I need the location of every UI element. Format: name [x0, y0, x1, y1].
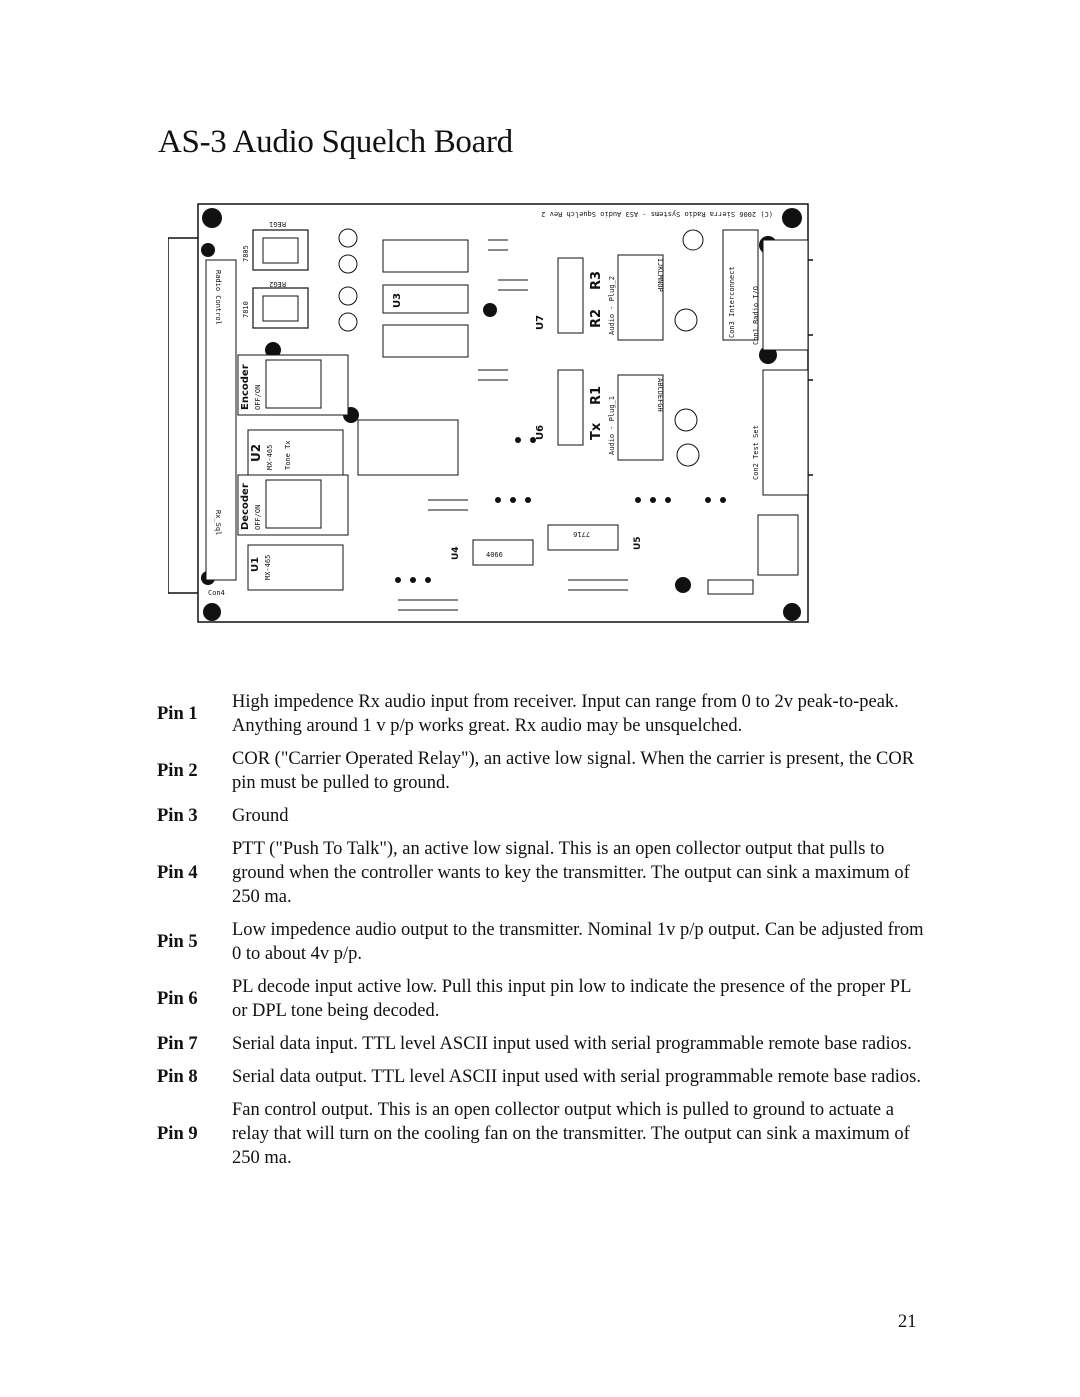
rx-sql-label: Rx_Sql [214, 510, 222, 535]
pin-description: Low impedence audio output to the transm… [232, 920, 924, 964]
r1-label: R1 [589, 386, 604, 405]
ic-4066-label: 4066 [486, 551, 503, 559]
con3-label: Con3 Interconnect [728, 266, 736, 338]
reg1-part: 7805 [242, 245, 250, 262]
pin-label: Pin 4 [157, 862, 198, 883]
pin-label: Pin 9 [157, 1123, 198, 1144]
pin-row: Pin 2 COR ("Carrier Operated Relay"), an… [157, 747, 927, 795]
pin-label: Pin 6 [157, 988, 198, 1009]
pin-row: Pin 1 High impedence Rx audio input from… [157, 690, 927, 738]
u1-part: MX-465 [264, 555, 272, 580]
r2-label: R2 [589, 309, 604, 328]
encoder-off-on: OFF/ON [254, 385, 262, 410]
pin-description: Ground [232, 806, 289, 826]
page-number: 21 [898, 1312, 917, 1332]
reg2-part: 7810 [242, 301, 250, 318]
pin-row: Pin 8 Serial data output. TTL level ASCI… [157, 1065, 927, 1089]
plug-letters-bottom: ABCDEFGH [656, 378, 664, 412]
con2-label: Con2 Test Set [752, 425, 760, 480]
pin-description: Serial data output. TTL level ASCII inpu… [232, 1067, 921, 1087]
decoder-off-on: OFF/ON [254, 505, 262, 530]
pin-description: PTT ("Push To Talk"), an active low sign… [232, 839, 910, 907]
pin-row: Pin 3 Ground [157, 804, 927, 828]
pin-row: Pin 4 PTT ("Push To Talk"), an active lo… [157, 837, 927, 909]
con1-label: Con1 Radio I/O [752, 286, 760, 345]
u3-label: U3 [392, 293, 403, 308]
pin-label: Pin 3 [157, 805, 198, 826]
page-title: AS-3 Audio Squelch Board [158, 124, 513, 160]
u5-label: U5 [633, 536, 643, 550]
pin-label: Pin 1 [157, 703, 198, 724]
pin-description: High impedence Rx audio input from recei… [232, 692, 899, 736]
pin-row: Pin 6 PL decode input active low. Pull t… [157, 975, 927, 1023]
pin-description: COR ("Carrier Operated Relay"), an activ… [232, 749, 915, 793]
pin-label: Pin 8 [157, 1066, 198, 1087]
r3-label: R3 [589, 271, 604, 290]
pin-description: Fan control output. This is an open coll… [232, 1100, 910, 1168]
pin-description: PL decode input active low. Pull this in… [232, 977, 911, 1021]
tone-tx-label: Tone Tx [284, 440, 292, 470]
audio-plug1-label: Audio - Plug_1 [608, 396, 616, 455]
pin-description: Serial data input. TTL level ASCII input… [232, 1034, 912, 1054]
pin-row: Pin 9 Fan control output. This is an ope… [157, 1098, 927, 1170]
decoder-label: Decoder [240, 483, 251, 530]
radio-control-label: Radio Control [214, 270, 222, 325]
pin-label: Pin 5 [157, 931, 198, 952]
pin-row: Pin 7 Serial data input. TTL level ASCII… [157, 1032, 927, 1056]
u2-label: U2 [249, 444, 263, 462]
u6-label: U6 [535, 425, 546, 440]
u4-label: U4 [451, 546, 461, 560]
tx-label: Tx [589, 422, 604, 440]
audio-plug2-label: Audio - Plug_2 [608, 276, 616, 335]
con4-label: Con4 [208, 589, 225, 597]
ic-7716-label: 7716 [573, 530, 590, 538]
pin-label: Pin 7 [157, 1033, 198, 1054]
reg1-label: REG1 [269, 220, 286, 228]
u2-part: MX-465 [266, 445, 274, 470]
u7-label: U7 [535, 315, 546, 330]
circuit-board-diagram: (C) 2006 Sierra Radio Systems - AS3 Audi… [168, 200, 813, 630]
u1-label: U1 [250, 557, 261, 572]
pin-description-list: Pin 1 High impedence Rx audio input from… [157, 690, 927, 1179]
plug-letters-top: IJKLMNOP [656, 258, 664, 292]
pin-row: Pin 5 Low impedence audio output to the … [157, 918, 927, 966]
pin-label: Pin 2 [157, 760, 198, 781]
encoder-label: Encoder [240, 364, 251, 410]
copyright-silkscreen: (C) 2006 Sierra Radio Systems - AS3 Audi… [541, 210, 773, 218]
reg2-label: REG2 [269, 280, 286, 288]
